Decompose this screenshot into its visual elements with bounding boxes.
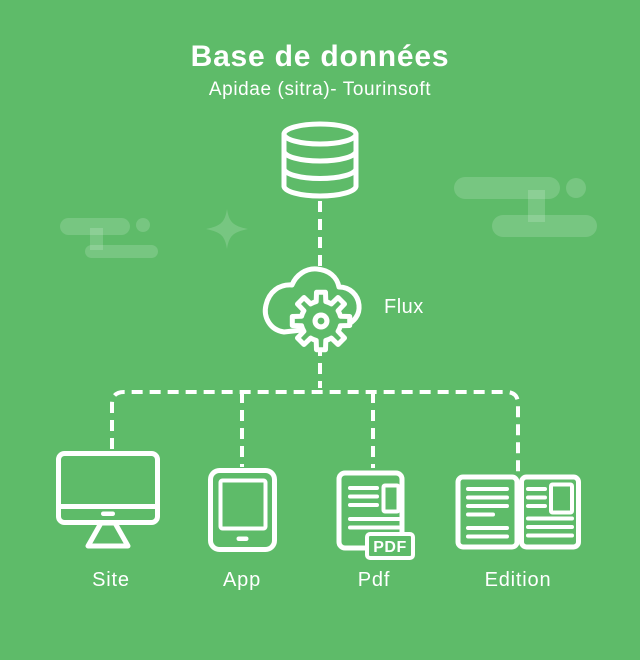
pdf-document-icon: PDF [336,470,415,560]
gear-shape [289,289,353,353]
output-label-site: Site [92,569,130,591]
pdf-badge: PDF [365,532,415,560]
page-subtitle: Apidae (sitra)- Tourinsoft [208,79,432,100]
desktop-monitor-icon [56,451,160,549]
branch-tree-line [110,390,520,472]
cloud-decoration-right [454,177,560,199]
output-label-edition: Edition [484,569,552,591]
pdf-badge-text: PDF [373,539,407,556]
tablet-icon [208,468,277,552]
sparkle-icon [206,209,248,249]
database-icon [281,121,359,199]
cloud-decoration-right-base [492,215,597,237]
flux-label: Flux [384,296,424,318]
cloud-decoration-right-dot [566,178,586,198]
cloud-decoration-left-join [90,228,103,250]
cloud-gear-icon [262,266,362,353]
cloud-decoration-left-dot [136,218,150,232]
output-label-app: App [223,569,261,591]
output-label-pdf: Pdf [357,569,391,591]
open-book-icon [455,474,581,550]
cloud-decoration-left [60,218,130,235]
page-title: Base de données [190,40,450,73]
cloud-decoration-right-join [528,190,545,222]
cloud-decoration-left-base [85,245,158,258]
